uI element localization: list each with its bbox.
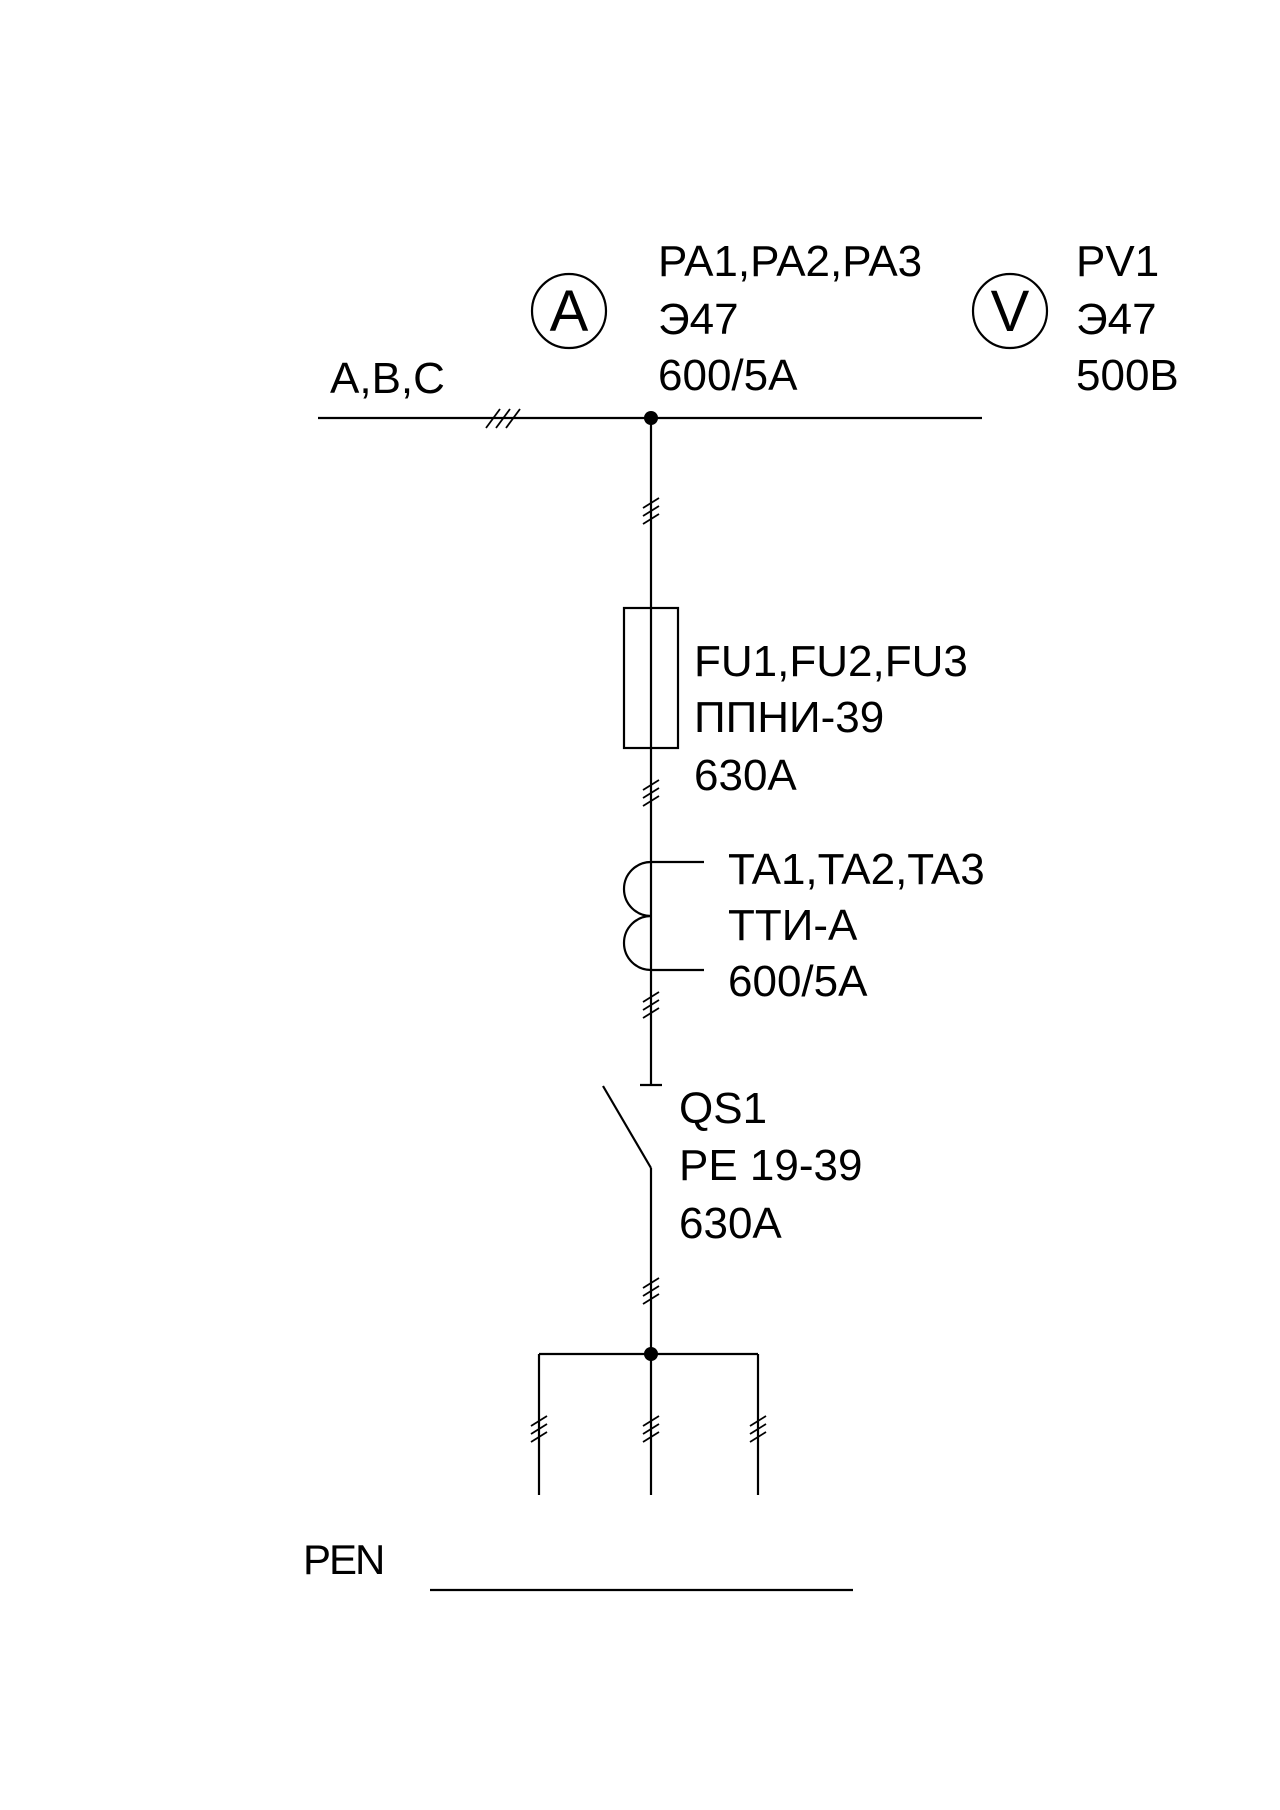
- current-transformer-symbol: [622, 860, 704, 972]
- fuse-designation: FU1,FU2,FU3: [694, 637, 968, 686]
- fuse-labels: FU1,FU2,FU3 ППНИ-39 630A: [694, 637, 968, 800]
- fuse-rating: 630A: [694, 751, 797, 800]
- voltmeter-letter: V: [991, 279, 1030, 344]
- feeder-tick-marks-4: [642, 1277, 660, 1305]
- feeder-tick-marks-3: [642, 991, 660, 1019]
- switch-blade: [602, 1085, 652, 1169]
- switch-type: PE 19-39: [679, 1141, 862, 1190]
- feeder-tick-marks-1: [642, 497, 660, 525]
- voltmeter-symbol: [971, 272, 1049, 350]
- ct-type: ТТИ-А: [728, 901, 858, 950]
- ammeter-symbol: [530, 272, 608, 350]
- current-transformer-labels: TA1,TA2,TA3 ТТИ-А 600/5A: [728, 845, 985, 1006]
- voltmeter-type: Э47: [1076, 295, 1157, 344]
- feeder-tick-marks-2: [642, 779, 660, 807]
- voltmeter-designation: PV1: [1076, 237, 1159, 286]
- ammeter-rating: 600/5A: [658, 351, 798, 400]
- ct-designation: TA1,TA2,TA3: [728, 845, 985, 894]
- switch-labels: QS1 PE 19-39 630A: [679, 1084, 862, 1248]
- switch-designation: QS1: [679, 1084, 767, 1133]
- bus-label: A,B,C: [330, 354, 445, 403]
- voltmeter-labels: PV1 Э47 500B: [1076, 237, 1179, 400]
- voltmeter-rating: 500B: [1076, 351, 1179, 400]
- ammeter-letter: A: [550, 279, 589, 344]
- output-tick-marks: [530, 1415, 767, 1443]
- switch-rating: 630A: [679, 1199, 782, 1248]
- ammeter-labels: PA1,PA2,PA3 Э47 600/5A: [658, 237, 922, 400]
- fuse-type: ППНИ-39: [694, 693, 884, 742]
- ct-rating: 600/5A: [728, 957, 868, 1006]
- ammeter-designation: PA1,PA2,PA3: [658, 237, 922, 286]
- pen-label: PEN: [303, 1536, 383, 1583]
- ammeter-type: Э47: [658, 295, 739, 344]
- bus-tick-marks: [485, 408, 521, 429]
